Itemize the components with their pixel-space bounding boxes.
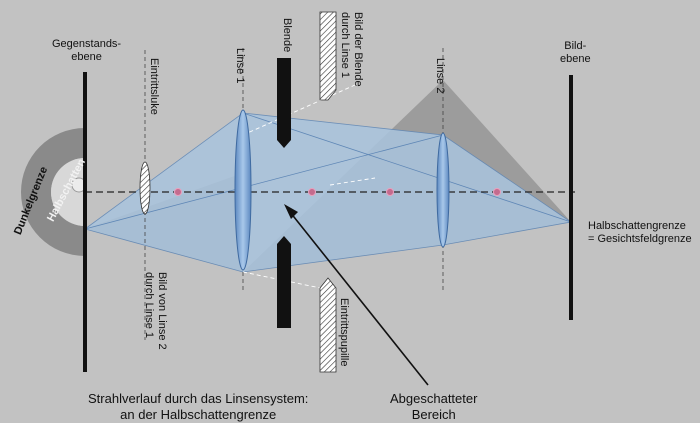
stop-image-label-line2: durch Linse 1 [339,12,351,79]
shaded-area-arrow [284,204,429,386]
lens-2-image-label: Bild von Linse 2 durch Linse 1 [142,272,168,350]
object-plane [83,72,87,372]
aperture-stop [277,58,291,328]
lens-2-label: Linse 2 [434,58,446,94]
stop-image-label: Bild der Blende durch Linse 1 [338,12,364,87]
lens-2 [436,132,450,248]
shaded-area-label-line2: Bereich [411,407,456,422]
penumbra-limit-label-line1: Halbschattengrenze [588,220,686,232]
shaded-area-label-line1: Abgeschatteter [390,391,478,406]
penumbra-limit-label-line2: = Gesichtsfeldgrenze [588,233,692,245]
stop-image [319,11,337,373]
shaded-area-label: Abgeschatteter Bereich [390,391,477,423]
lens-1-label: Linse 1 [234,48,246,84]
entrance-window-label: Eintrittsluke [148,58,160,115]
entrance-window [139,161,151,215]
lens-2-image-label-line2: durch Linse 1 [143,272,155,339]
stop-image-label-line1: Bild der Blende [352,12,364,87]
image-plane [569,75,573,320]
object-plane-label-line1: Gegenstands- [52,38,122,50]
caption: Strahlverlauf durch das Linsensystem: an… [88,391,308,423]
lens-2-image-label-line1: Bild von Linse 2 [156,272,168,350]
stop-label: Blende [281,18,293,53]
penumbra-limit-label: Halbschattengrenze = Gesichtsfeldgrenze [588,220,692,246]
object-plane-label-line2: ebene [71,51,102,63]
caption-line2: an der Halbschattengrenze [120,407,277,422]
focal-points [174,188,501,196]
image-plane-label-line2: ebene [560,53,591,65]
object-plane-label: Gegenstands- ebene [52,38,121,64]
entrance-pupil-label: Eintrittspupille [338,298,350,367]
image-plane-label-line1: Bild- [564,40,587,52]
caption-line1: Strahlverlauf durch das Linsensystem: [88,391,309,406]
lens-1 [234,109,252,271]
image-plane-label: Bild- ebene [560,40,591,66]
